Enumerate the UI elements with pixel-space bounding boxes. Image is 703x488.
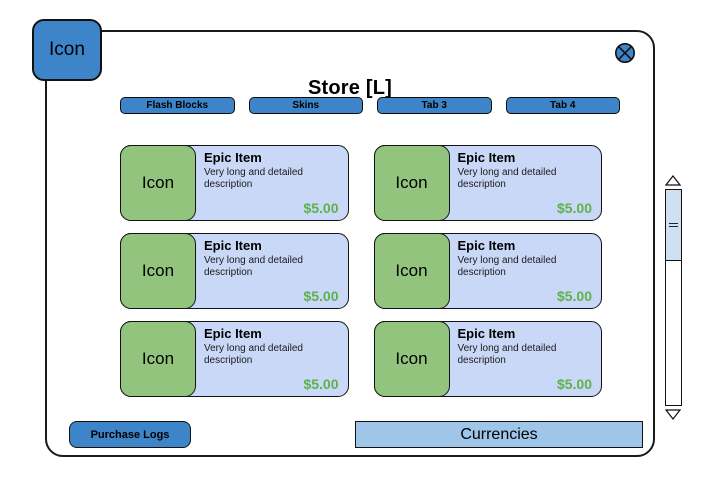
- item-icon[interactable]: Icon: [120, 145, 196, 221]
- store-corner-icon[interactable]: Icon: [32, 19, 102, 81]
- item-icon-label: Icon: [395, 261, 428, 280]
- item-details: Epic Item Very long and detailed descrip…: [204, 238, 341, 305]
- item-title: Epic Item: [204, 238, 262, 253]
- close-circle-x-glyph: [615, 43, 635, 63]
- scrollbar-track[interactable]: [664, 189, 682, 406]
- item-icon-label: Icon: [141, 349, 175, 368]
- items-column-right: Icon Epic Item Very long and detailed de…: [373, 145, 602, 397]
- item-icon[interactable]: Icon: [373, 145, 450, 221]
- tab-label: Tab 3: [421, 100, 447, 111]
- item-icon[interactable]: Icon: [373, 233, 450, 309]
- tab-label: Skins: [292, 100, 320, 111]
- item-description: Very long and detailed description: [457, 343, 557, 366]
- item-details: Epic Item Very long and detailed descrip…: [458, 150, 595, 217]
- item-description: Very long and detailed description: [204, 255, 303, 278]
- purchase-logs-label: Purchase Logs: [90, 428, 170, 441]
- item-price: $5.00: [303, 288, 339, 304]
- item-title: Epic Item: [204, 150, 262, 165]
- tab-flash-blocks[interactable]: Flash Blocks: [120, 97, 235, 114]
- item-icon[interactable]: Icon: [373, 321, 450, 397]
- item-price: $5.00: [556, 376, 592, 392]
- close-icon[interactable]: [614, 42, 636, 64]
- item-title: Epic Item: [457, 150, 516, 165]
- tab-label: Flash Blocks: [146, 100, 209, 111]
- currencies-bar[interactable]: Currencies: [355, 421, 643, 448]
- purchase-logs-button[interactable]: Purchase Logs: [69, 421, 191, 448]
- item-details: Epic Item Very long and detailed descrip…: [204, 326, 341, 393]
- item-price: $5.00: [303, 376, 339, 392]
- tab-bar: Flash Blocks Skins Tab 3 Tab 4: [120, 97, 620, 114]
- item-details: Epic Item Very long and detailed descrip…: [458, 326, 595, 393]
- item-details: Epic Item Very long and detailed descrip…: [458, 238, 595, 305]
- store-window: Store [L] Flash Blocks Skins Tab 3 Tab 4…: [45, 30, 682, 457]
- item-icon[interactable]: Icon: [120, 233, 196, 309]
- corner-icon-label: Icon: [49, 39, 85, 60]
- item-price: $5.00: [556, 200, 592, 216]
- item-title: Epic Item: [457, 326, 516, 341]
- item-card[interactable]: Icon Epic Item Very long and detailed de…: [120, 321, 349, 397]
- item-card[interactable]: Icon Epic Item Very long and detailed de…: [120, 233, 349, 309]
- item-description: Very long and detailed description: [457, 167, 557, 190]
- item-icon[interactable]: Icon: [120, 321, 196, 397]
- tab-3[interactable]: Tab 3: [377, 97, 492, 114]
- tab-label: Tab 4: [550, 100, 576, 111]
- item-title: Epic Item: [457, 238, 516, 253]
- item-details: Epic Item Very long and detailed descrip…: [204, 150, 341, 217]
- item-card[interactable]: Icon Epic Item Very long and detailed de…: [373, 321, 602, 397]
- scrollbar-thumb[interactable]: [665, 190, 681, 261]
- item-price: $5.00: [556, 288, 592, 304]
- item-icon-label: Icon: [395, 349, 428, 368]
- item-description: Very long and detailed description: [457, 255, 557, 278]
- item-icon-label: Icon: [395, 173, 428, 192]
- item-icon-label: Icon: [141, 261, 175, 280]
- vertical-scrollbar[interactable]: [660, 175, 686, 420]
- currencies-label: Currencies: [460, 425, 538, 443]
- tab-skins[interactable]: Skins: [248, 97, 363, 114]
- item-card[interactable]: Icon Epic Item Very long and detailed de…: [373, 145, 602, 221]
- items-column-left: Icon Epic Item Very long and detailed de…: [120, 145, 349, 397]
- item-description: Very long and detailed description: [204, 167, 303, 190]
- item-card[interactable]: Icon Epic Item Very long and detailed de…: [120, 145, 349, 221]
- item-description: Very long and detailed description: [204, 343, 303, 366]
- item-price: $5.00: [303, 200, 339, 216]
- triangle-down-icon[interactable]: [665, 409, 681, 420]
- tab-4[interactable]: Tab 4: [505, 97, 620, 114]
- triangle-up-icon[interactable]: [665, 175, 681, 186]
- page-title: Store [L]: [307, 77, 393, 99]
- items-grid: Icon Epic Item Very long and detailed de…: [120, 145, 602, 397]
- grip-lines-icon: [668, 221, 678, 229]
- item-card[interactable]: Icon Epic Item Very long and detailed de…: [373, 233, 602, 309]
- item-title: Epic Item: [204, 326, 262, 341]
- item-icon-label: Icon: [141, 173, 175, 192]
